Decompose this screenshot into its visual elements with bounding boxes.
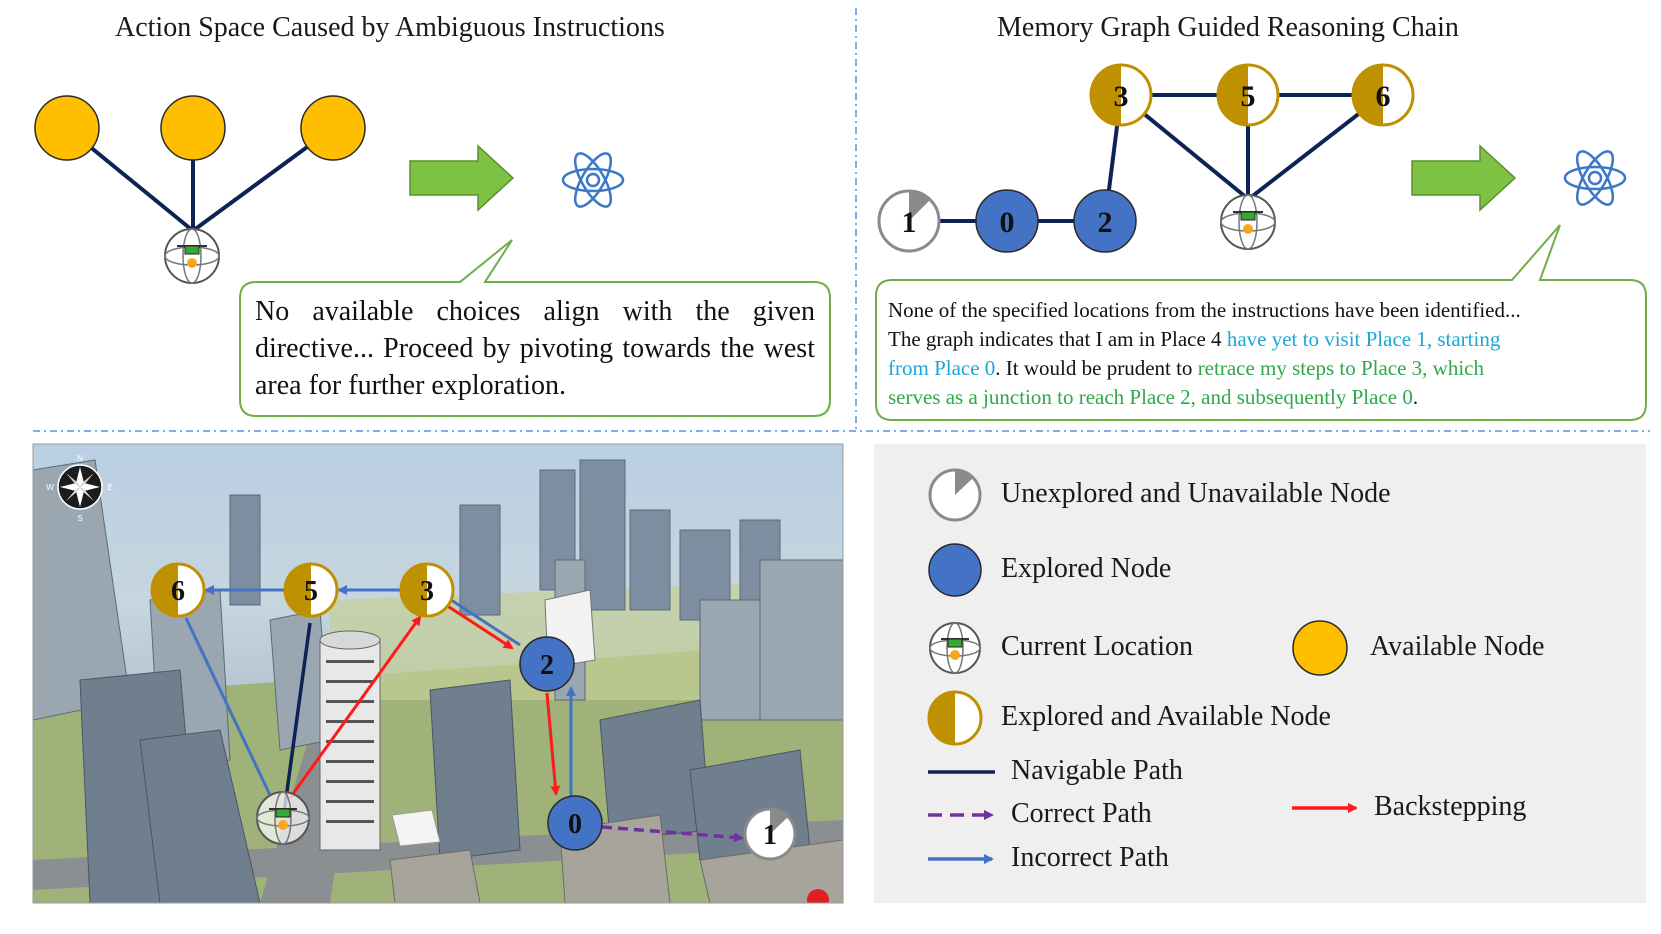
available-node [300, 95, 366, 161]
legend-label-current: Current Location [1001, 631, 1194, 662]
legend-label-correct: Correct Path [1011, 798, 1152, 829]
legend-label-navigable: Navigable Path [1011, 755, 1183, 786]
drone-icon [164, 228, 220, 284]
svg-text:2: 2 [540, 650, 554, 681]
graph-node-2: 2 [1073, 189, 1137, 253]
left-bubble-text: No available choices align with the give… [255, 296, 815, 401]
map-node-5: 5 [283, 562, 339, 618]
svg-text:E: E [107, 483, 112, 492]
atom-icon [1563, 150, 1627, 206]
svg-text:S: S [77, 514, 82, 523]
right-arrow-icon [1411, 144, 1517, 212]
map-node-1: 1 [743, 807, 797, 861]
svg-text:0: 0 [568, 809, 582, 840]
left-speech-bubble [239, 239, 831, 417]
right-arrow-icon [409, 144, 515, 212]
right-bubble-text: None of the specified locations from the… [888, 298, 1521, 409]
legend-available-node-icon [1292, 620, 1348, 676]
svg-text:W: W [46, 483, 54, 492]
legend-explored-available-node-icon [927, 690, 983, 746]
city-map [33, 444, 843, 903]
left-graph [34, 95, 366, 284]
available-node [34, 95, 100, 161]
graph-node-3: 3 [1089, 63, 1153, 127]
legend-label-explored: Explored Node [1001, 553, 1172, 584]
legend-label-explored-available: Explored and Available Node [1001, 701, 1331, 732]
legend-label-incorrect: Incorrect Path [1011, 842, 1169, 873]
svg-text:5: 5 [1241, 80, 1256, 113]
atom-icon [561, 152, 625, 208]
svg-text:5: 5 [304, 576, 318, 607]
compass-icon: N E S W [46, 454, 112, 523]
svg-text:1: 1 [902, 206, 917, 239]
legend-label-backstepping: Backstepping [1374, 791, 1527, 822]
svg-text:0: 0 [1000, 206, 1015, 239]
map-node-6: 6 [150, 562, 206, 618]
map-node-3: 3 [399, 562, 455, 618]
svg-text:3: 3 [420, 576, 434, 607]
legend-explored-node-icon [928, 543, 982, 597]
map-node-2: 2 [519, 636, 575, 692]
right-speech-bubble [875, 224, 1647, 421]
graph-node-0: 0 [975, 189, 1039, 253]
memory-graph: 1 0 2 3 5 6 [877, 63, 1415, 253]
legend-label-unexplored: Unexplored and Unavailable Node [1001, 478, 1391, 509]
drone-icon [256, 791, 310, 845]
legend-drone-icon [929, 622, 981, 674]
svg-text:2: 2 [1098, 206, 1113, 239]
legend-label-available: Available Node [1370, 631, 1545, 662]
legend-unexplored-node-icon [928, 468, 982, 522]
left-panel-title: Action Space Caused by Ambiguous Instruc… [115, 12, 665, 43]
right-panel-title: Memory Graph Guided Reasoning Chain [997, 12, 1459, 43]
drone-icon [1220, 194, 1276, 250]
legend-panel [874, 444, 1646, 903]
svg-text:1: 1 [763, 820, 777, 851]
svg-text:6: 6 [171, 576, 185, 607]
map-paths [184, 585, 744, 843]
available-node [160, 95, 226, 161]
map-node-0: 0 [547, 795, 603, 851]
graph-node-6: 6 [1351, 63, 1415, 127]
graph-node-5: 5 [1216, 63, 1280, 127]
graph-node-1: 1 [877, 189, 941, 253]
svg-text:3: 3 [1114, 80, 1129, 113]
svg-text:6: 6 [1376, 80, 1391, 113]
svg-text:N: N [77, 454, 83, 463]
